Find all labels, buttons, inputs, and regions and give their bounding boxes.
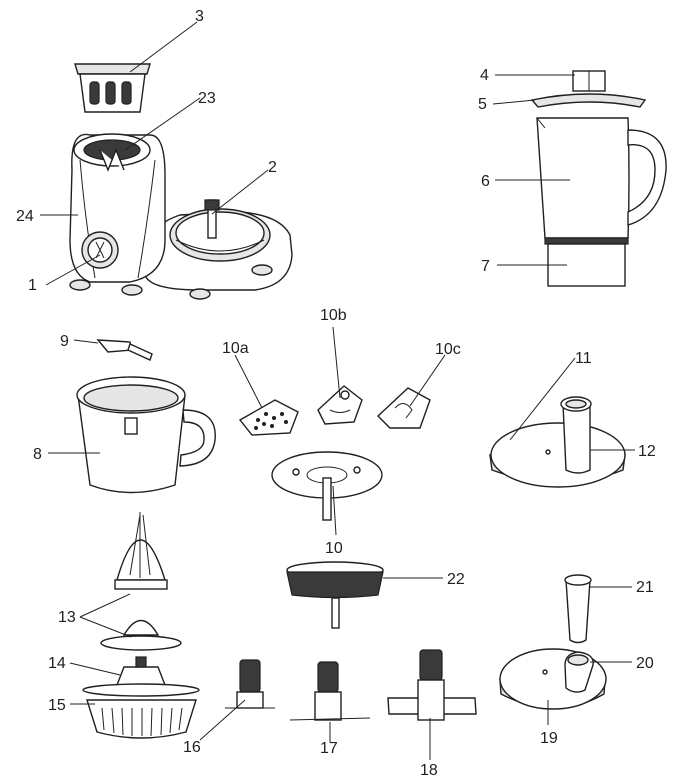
label-7: 7: [481, 258, 490, 275]
chopping-blade-16: [225, 659, 275, 709]
label-10c: 10c: [435, 341, 461, 358]
processor-bowl: [76, 376, 216, 494]
label-6: 6: [481, 173, 490, 190]
motor-base-unit: [69, 133, 293, 300]
processor-lid: [489, 396, 626, 488]
label-23: 23: [198, 90, 216, 107]
label-3: 3: [195, 8, 204, 25]
pusher: [564, 574, 592, 644]
label-15: 15: [48, 697, 66, 714]
chopper-lid: [74, 63, 151, 113]
label-10a: 10a: [222, 340, 249, 357]
label-16: 16: [183, 739, 201, 756]
label-18: 18: [420, 762, 438, 779]
label-5: 5: [478, 96, 487, 113]
whisk-blade-18: [387, 649, 477, 721]
blender-jug: [530, 70, 667, 287]
label-13: 13: [58, 609, 76, 626]
disc-insert-10c: [376, 387, 431, 429]
label-19: 19: [540, 730, 558, 747]
label-24: 24: [16, 208, 34, 225]
label-21: 21: [636, 579, 654, 596]
part-labels: 1 2 3 4 5 6 7 8 9 10 10a 10b 10c 11 12 1…: [16, 8, 656, 779]
cutting-disc: [271, 451, 383, 521]
label-10b: 10b: [320, 307, 347, 324]
label-1: 1: [28, 277, 37, 294]
label-4: 4: [480, 67, 489, 84]
disc-insert-10a: [238, 399, 299, 436]
label-20: 20: [636, 655, 654, 672]
kneading-blade-17: [289, 661, 371, 721]
label-12: 12: [638, 443, 656, 460]
label-14: 14: [48, 655, 66, 672]
label-11: 11: [575, 350, 592, 367]
leader-lines: [40, 21, 635, 760]
disc-insert-10b: [317, 385, 363, 425]
processor-lid-2: [499, 648, 607, 710]
label-17: 17: [320, 740, 338, 757]
citrus-press-assembly: [82, 512, 200, 739]
spatula: [96, 339, 153, 361]
label-9: 9: [60, 333, 69, 350]
label-2: 2: [268, 159, 277, 176]
label-22: 22: [447, 571, 465, 588]
emulsifying-disc: [286, 561, 384, 629]
label-10: 10: [325, 540, 343, 557]
label-8: 8: [33, 446, 42, 463]
